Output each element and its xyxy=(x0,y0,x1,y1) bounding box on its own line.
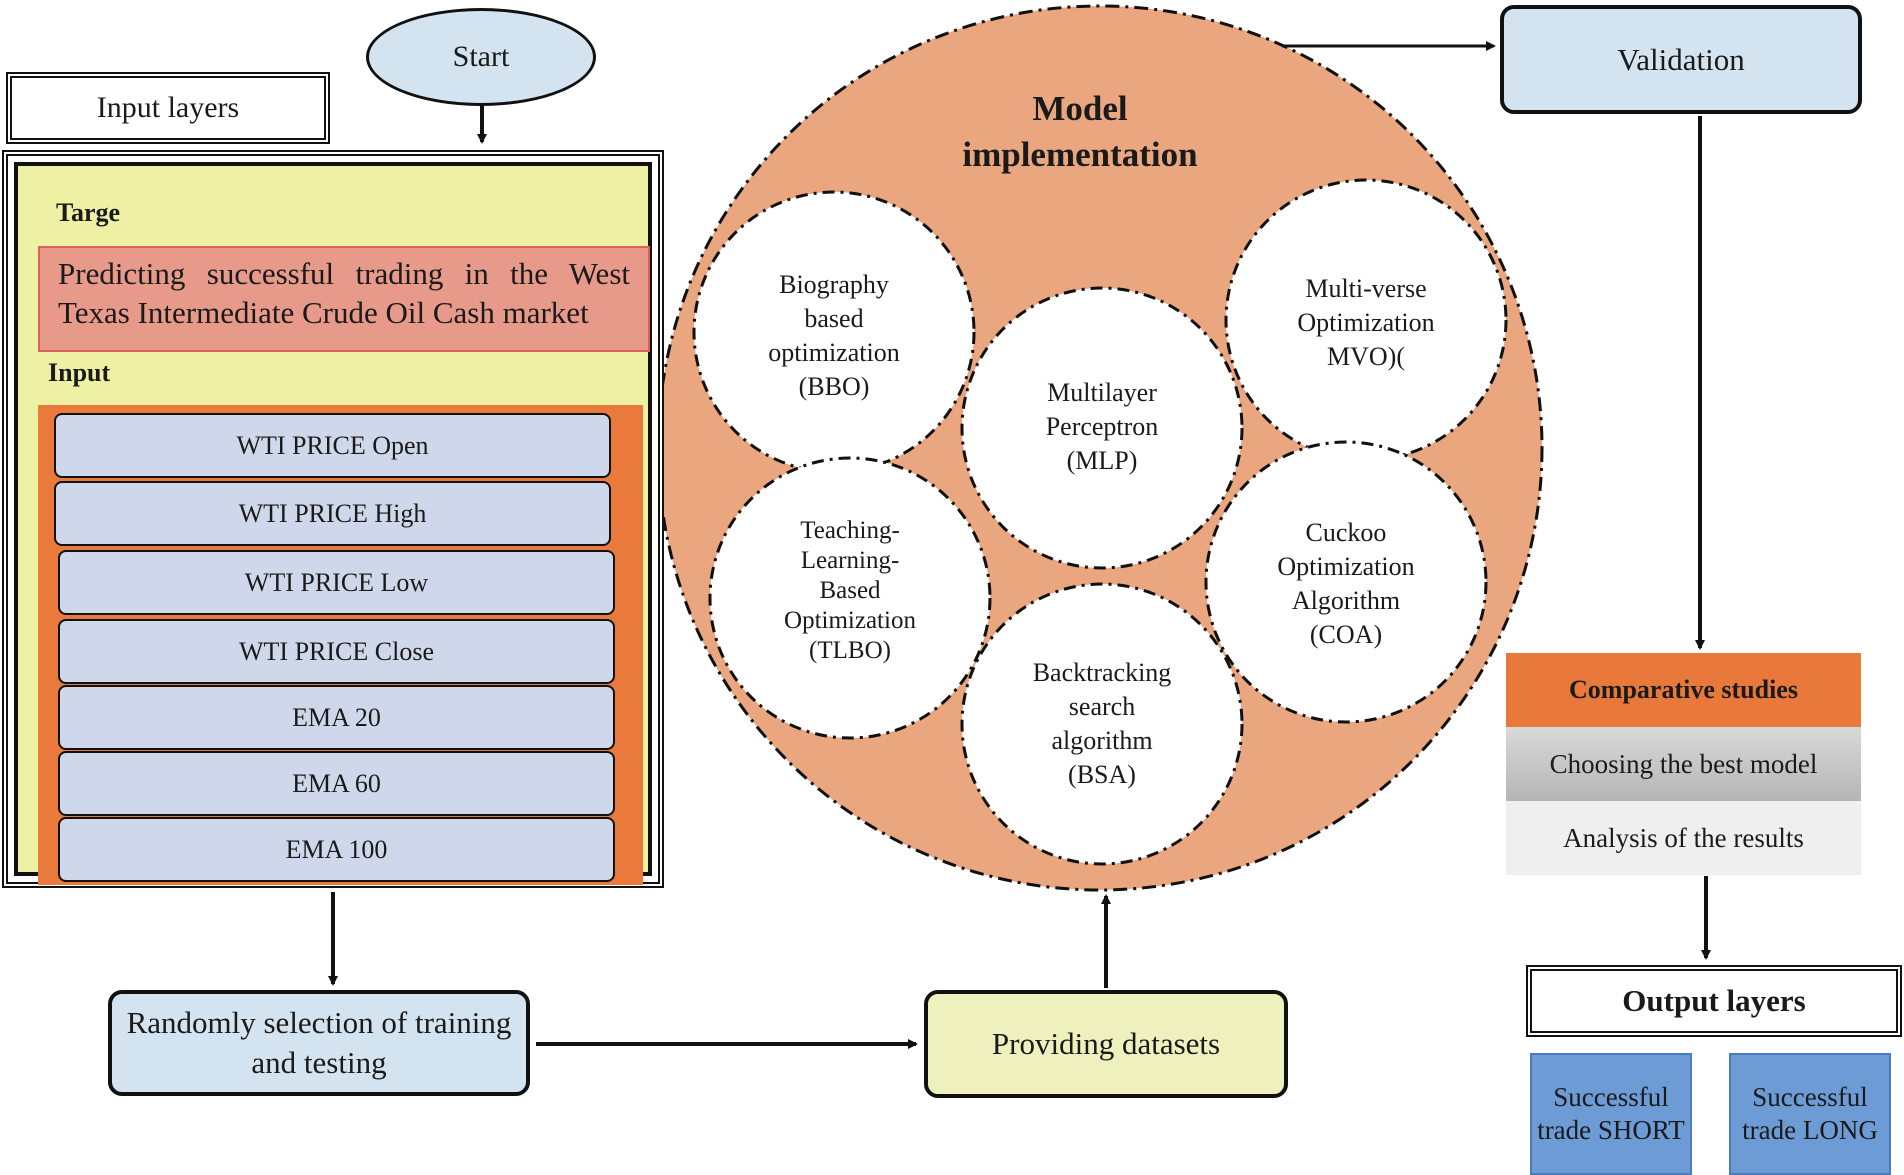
input-feature-list: WTI PRICE Open WTI PRICE High WTI PRICE … xyxy=(38,405,643,885)
input-panel: Targe Predicting successful trading in t… xyxy=(2,150,664,888)
mlp-line-3: (MLP) xyxy=(1066,446,1138,475)
tlbo-label: Teaching- Learning- Based Optimization (… xyxy=(720,516,980,666)
output-layers-label: Output layers xyxy=(1526,965,1902,1037)
input-heading: Input xyxy=(48,358,111,387)
successful-trade-long-box: Successful trade LONG xyxy=(1729,1053,1891,1175)
model-title-line2: implementation xyxy=(962,135,1198,174)
feature-wti-price-open: WTI PRICE Open xyxy=(54,413,611,478)
bsa-line-3: algorithm xyxy=(1051,726,1153,755)
coa-line-1: Cuckoo xyxy=(1305,518,1387,547)
comparative-studies-box: Comparative studies xyxy=(1506,653,1861,727)
coa-line-4: (COA) xyxy=(1309,620,1383,649)
tlbo-line-1: Teaching- xyxy=(800,517,900,544)
model-title: Model implementation xyxy=(900,86,1260,178)
mlp-line-1: Multilayer xyxy=(1047,378,1157,407)
target-description: Predicting successful trading in the Wes… xyxy=(38,246,650,352)
mvo-label: Multi-verse Optimization MVO)( xyxy=(1236,272,1496,374)
tlbo-line-4: Optimization xyxy=(784,607,916,634)
target-heading: Targe xyxy=(56,198,121,227)
coa-line-3: Algorithm xyxy=(1291,586,1401,615)
tlbo-line-2: Learning- xyxy=(800,547,900,574)
feature-wti-price-close: WTI PRICE Close xyxy=(58,619,615,684)
tlbo-line-3: Based xyxy=(819,577,881,604)
bbo-line-1: Biography xyxy=(779,270,889,299)
bbo-line-4: (BBO) xyxy=(798,372,870,401)
providing-datasets-box: Providing datasets xyxy=(924,990,1288,1098)
coa-circle xyxy=(1204,440,1488,724)
feature-wti-price-low: WTI PRICE Low xyxy=(58,550,615,615)
coa-label: Cuckoo Optimization Algorithm (COA) xyxy=(1216,516,1476,652)
model-title-line1: Model xyxy=(1032,89,1128,128)
feature-ema-100: EMA 100 xyxy=(58,817,615,882)
tlbo-circle xyxy=(708,456,992,740)
mlp-circle xyxy=(960,286,1244,570)
bbo-line-2: based xyxy=(804,304,864,333)
successful-trade-short-box: Successful trade SHORT xyxy=(1530,1053,1692,1175)
tlbo-line-5: (TLBO) xyxy=(809,637,891,664)
input-layers-label: Input layers xyxy=(6,72,330,144)
feature-ema-20: EMA 20 xyxy=(58,685,615,750)
coa-line-2: Optimization xyxy=(1277,552,1415,581)
bsa-line-2: search xyxy=(1068,692,1136,721)
mvo-line-2: Optimization xyxy=(1297,308,1435,337)
feature-ema-60: EMA 60 xyxy=(58,751,615,816)
random-selection-box: Randomly selection of training and testi… xyxy=(108,990,530,1096)
mvo-line-1: Multi-verse xyxy=(1305,274,1427,303)
analysis-results-box: Analysis of the results xyxy=(1506,801,1861,875)
validation-box: Validation xyxy=(1500,5,1862,114)
bbo-line-3: optimization xyxy=(768,338,900,367)
bsa-label: Backtracking search algorithm (BSA) xyxy=(972,656,1232,792)
bsa-circle xyxy=(960,582,1244,866)
mvo-line-3: MVO)( xyxy=(1327,342,1405,371)
bsa-line-4: (BSA) xyxy=(1068,760,1136,789)
mlp-line-2: Perceptron xyxy=(1045,412,1159,441)
feature-wti-price-high: WTI PRICE High xyxy=(54,481,611,546)
start-node: Start xyxy=(366,8,596,106)
mlp-label: Multilayer Perceptron (MLP) xyxy=(972,376,1232,478)
bbo-label: Biography based optimization (BBO) xyxy=(704,268,964,404)
bsa-line-1: Backtracking xyxy=(1032,658,1172,687)
choosing-best-model-box: Choosing the best model xyxy=(1506,727,1861,801)
input-panel-inner: Targe Predicting successful trading in t… xyxy=(14,162,652,885)
